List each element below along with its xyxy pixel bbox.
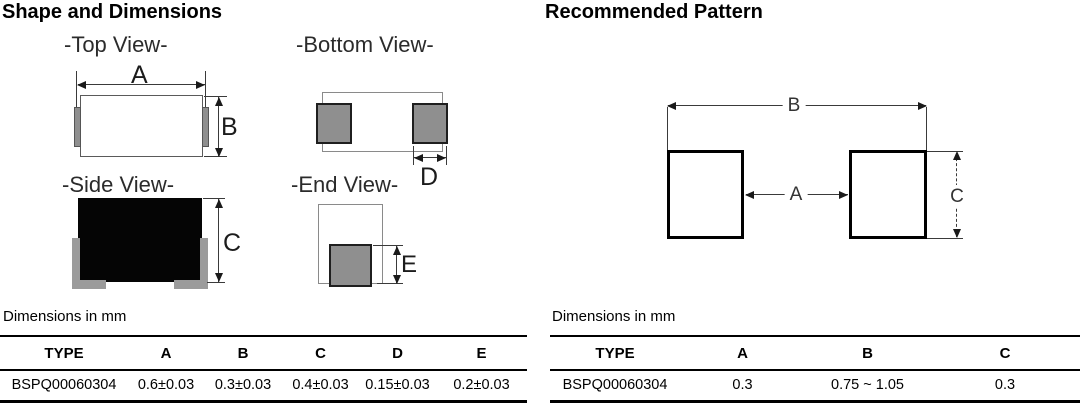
extension-line	[667, 107, 668, 150]
section-title-shape: Shape and Dimensions	[2, 1, 223, 23]
dim-label-c: C	[223, 229, 242, 257]
dimension-line-e	[396, 246, 397, 284]
end-view-pad	[329, 244, 372, 287]
section-title-pattern: Recommended Pattern	[545, 1, 763, 23]
cell-e: 0.2±0.03	[453, 377, 510, 394]
extension-line	[413, 146, 414, 165]
extension-line	[373, 245, 403, 246]
extension-line	[76, 71, 77, 107]
dimension-line-d	[414, 157, 446, 158]
top-view-label: -Top View-	[64, 32, 168, 57]
cell-c: 0.3	[994, 377, 1016, 394]
extension-line	[927, 238, 963, 239]
recommended-pattern-table: TYPE A B C BSPQ00060304 0.3 0.75 ~ 1.05 …	[550, 335, 1080, 403]
pattern-dim-label-c: C	[947, 185, 967, 208]
arrowhead-down-icon	[214, 273, 223, 282]
extension-line	[446, 146, 447, 165]
right-dimensions-note: Dimensions in mm	[552, 308, 676, 325]
col-header-type: TYPE	[44, 344, 84, 362]
extension-line	[203, 198, 225, 199]
arrowhead-up-icon	[392, 246, 401, 255]
dimension-line-c	[218, 199, 219, 282]
side-view-right-terminal	[174, 238, 208, 289]
arrowhead-left-icon	[667, 101, 676, 110]
pattern-dim-label-a: A	[784, 185, 808, 204]
dim-label-d: D	[420, 163, 439, 191]
arrowhead-right-icon	[196, 80, 205, 89]
top-view-left-terminal	[74, 107, 81, 147]
top-view-right-terminal	[202, 107, 209, 147]
col-header-type: TYPE	[595, 344, 635, 362]
dimension-line-a	[78, 84, 205, 85]
dim-label-b: B	[221, 113, 238, 141]
table-row: BSPQ00060304 0.6±0.03 0.3±0.03 0.4±0.03 …	[0, 370, 527, 401]
table-row: BSPQ00060304 0.3 0.75 ~ 1.05 0.3	[550, 370, 1080, 401]
pattern-dim-label-b: B	[782, 96, 806, 115]
col-header-c: C	[315, 344, 326, 362]
end-view-label: -End View-	[291, 172, 399, 197]
col-header-b: B	[237, 344, 249, 362]
extension-line	[377, 283, 403, 284]
extension-line	[204, 96, 227, 97]
col-header-b: B	[862, 344, 873, 362]
cell-type: BSPQ00060304	[562, 377, 668, 394]
cell-b: 0.3±0.03	[214, 377, 272, 394]
arrowhead-up-icon	[214, 199, 223, 208]
arrowhead-up-icon	[952, 151, 961, 160]
col-header-c: C	[999, 344, 1011, 362]
extension-line	[926, 107, 927, 150]
arrowhead-right-icon	[839, 190, 848, 199]
col-header-e: E	[476, 344, 487, 362]
arrowhead-left-icon	[77, 80, 86, 89]
extension-line	[205, 71, 206, 107]
arrowhead-right-icon	[918, 101, 927, 110]
col-header-a: A	[737, 344, 748, 362]
cell-a: 0.3	[732, 377, 753, 394]
col-header-d: D	[392, 344, 403, 362]
dimension-line-b	[218, 97, 219, 157]
bottom-view-label: -Bottom View-	[296, 32, 434, 57]
top-view-body	[80, 95, 203, 157]
cell-type: BSPQ00060304	[11, 377, 117, 394]
left-dimensions-note: Dimensions in mm	[3, 308, 127, 325]
col-header-a: A	[160, 344, 172, 362]
dim-label-a: A	[131, 61, 148, 89]
table-header-row: TYPE A B C D E	[0, 336, 527, 370]
arrowhead-left-icon	[745, 190, 754, 199]
shape-dimensions-table: TYPE A B C D E BSPQ00060304 0.6±0.03 0.3…	[0, 335, 527, 403]
dim-label-e: E	[401, 251, 418, 278]
arrowhead-left-icon	[414, 153, 423, 162]
arrowhead-down-icon	[214, 148, 223, 157]
arrowhead-down-icon	[952, 229, 961, 238]
side-view-body	[78, 198, 202, 282]
arrowhead-right-icon	[437, 153, 446, 162]
extension-line	[927, 151, 963, 152]
pattern-right-pad	[849, 150, 927, 239]
pattern-left-pad	[667, 150, 744, 239]
cell-b: 0.75 ~ 1.05	[831, 377, 904, 394]
arrowhead-up-icon	[214, 97, 223, 106]
arrowhead-down-icon	[392, 275, 401, 284]
bottom-view-right-pad	[412, 103, 448, 144]
side-view-left-terminal	[72, 238, 106, 289]
cell-d: 0.15±0.03	[365, 377, 430, 394]
cell-c: 0.4±0.03	[292, 377, 349, 394]
bottom-view-left-pad	[316, 103, 352, 144]
extension-line	[207, 282, 225, 283]
cell-a: 0.6±0.03	[137, 377, 195, 394]
table-header-row: TYPE A B C	[550, 336, 1080, 370]
side-view-label: -Side View-	[62, 172, 175, 197]
